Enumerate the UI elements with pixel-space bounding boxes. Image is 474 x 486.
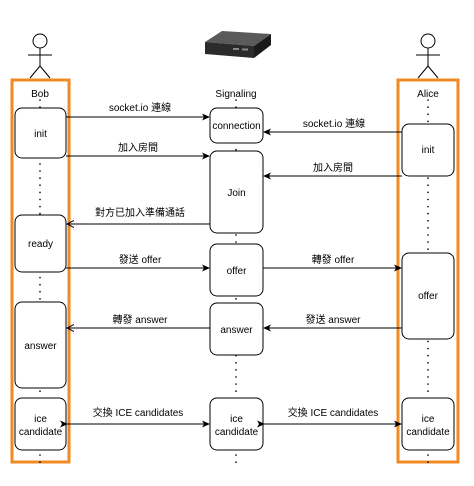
- bob-actor-icon: [28, 33, 52, 79]
- signaling-server-icon: [205, 31, 271, 58]
- bob-join-label: 加入房間: [118, 141, 158, 154]
- bob-answer-text: answer: [24, 341, 57, 352]
- bob-init-text: init: [34, 129, 47, 140]
- forward-offer-label: 轉發 offer: [312, 253, 355, 266]
- alice-offer-text: offer: [418, 291, 438, 302]
- bob-init-box: [14, 107, 67, 159]
- bob-ready-text: ready: [28, 239, 53, 250]
- signaling-label: Signaling: [215, 89, 256, 100]
- server-connection-box: [209, 107, 264, 144]
- server-join-box: [209, 150, 264, 234]
- bob-ready-box: [14, 214, 67, 273]
- alice-ice-text-2: candidate: [406, 427, 450, 438]
- bob-ice-label: 交換 ICE candidates: [93, 406, 184, 419]
- alice-socket-label: socket.io 連線: [303, 117, 365, 130]
- server-join-text: Join: [227, 188, 245, 199]
- bob-label: Bob: [31, 89, 49, 100]
- send-answer-label: 發送 answer: [305, 313, 361, 326]
- send-offer-label: 發送 offer: [119, 253, 162, 266]
- alice-offer-box: [401, 252, 455, 340]
- alice-init-text: init: [422, 145, 435, 156]
- server-offer-text: offer: [227, 266, 247, 277]
- forward-answer-label: 轉發 answer: [112, 313, 168, 326]
- bob-socket-label: socket.io 連線: [109, 101, 171, 114]
- alice-ice-label: 交換 ICE candidates: [288, 406, 379, 419]
- server-ice-text-2: candidate: [215, 427, 259, 438]
- alice-label: Alice: [417, 89, 439, 100]
- alice-init-box: [401, 123, 455, 177]
- server-connection-text: connection: [212, 121, 260, 132]
- server-answer-text: answer: [220, 325, 253, 336]
- peer-joined-label: 對方已加入準備通話: [95, 206, 185, 219]
- bob-answer-box: [14, 301, 67, 389]
- server-offer-box: [209, 243, 264, 297]
- alice-join-label: 加入房間: [313, 161, 353, 174]
- bob-ice-text-1: ice: [34, 414, 47, 425]
- bob-ice-text-2: candidate: [19, 427, 63, 438]
- alice-actor-icon: [416, 33, 440, 79]
- alice-ice-text-1: ice: [422, 414, 435, 425]
- server-ice-text-1: ice: [230, 414, 243, 425]
- alice-ice-box: [401, 397, 455, 451]
